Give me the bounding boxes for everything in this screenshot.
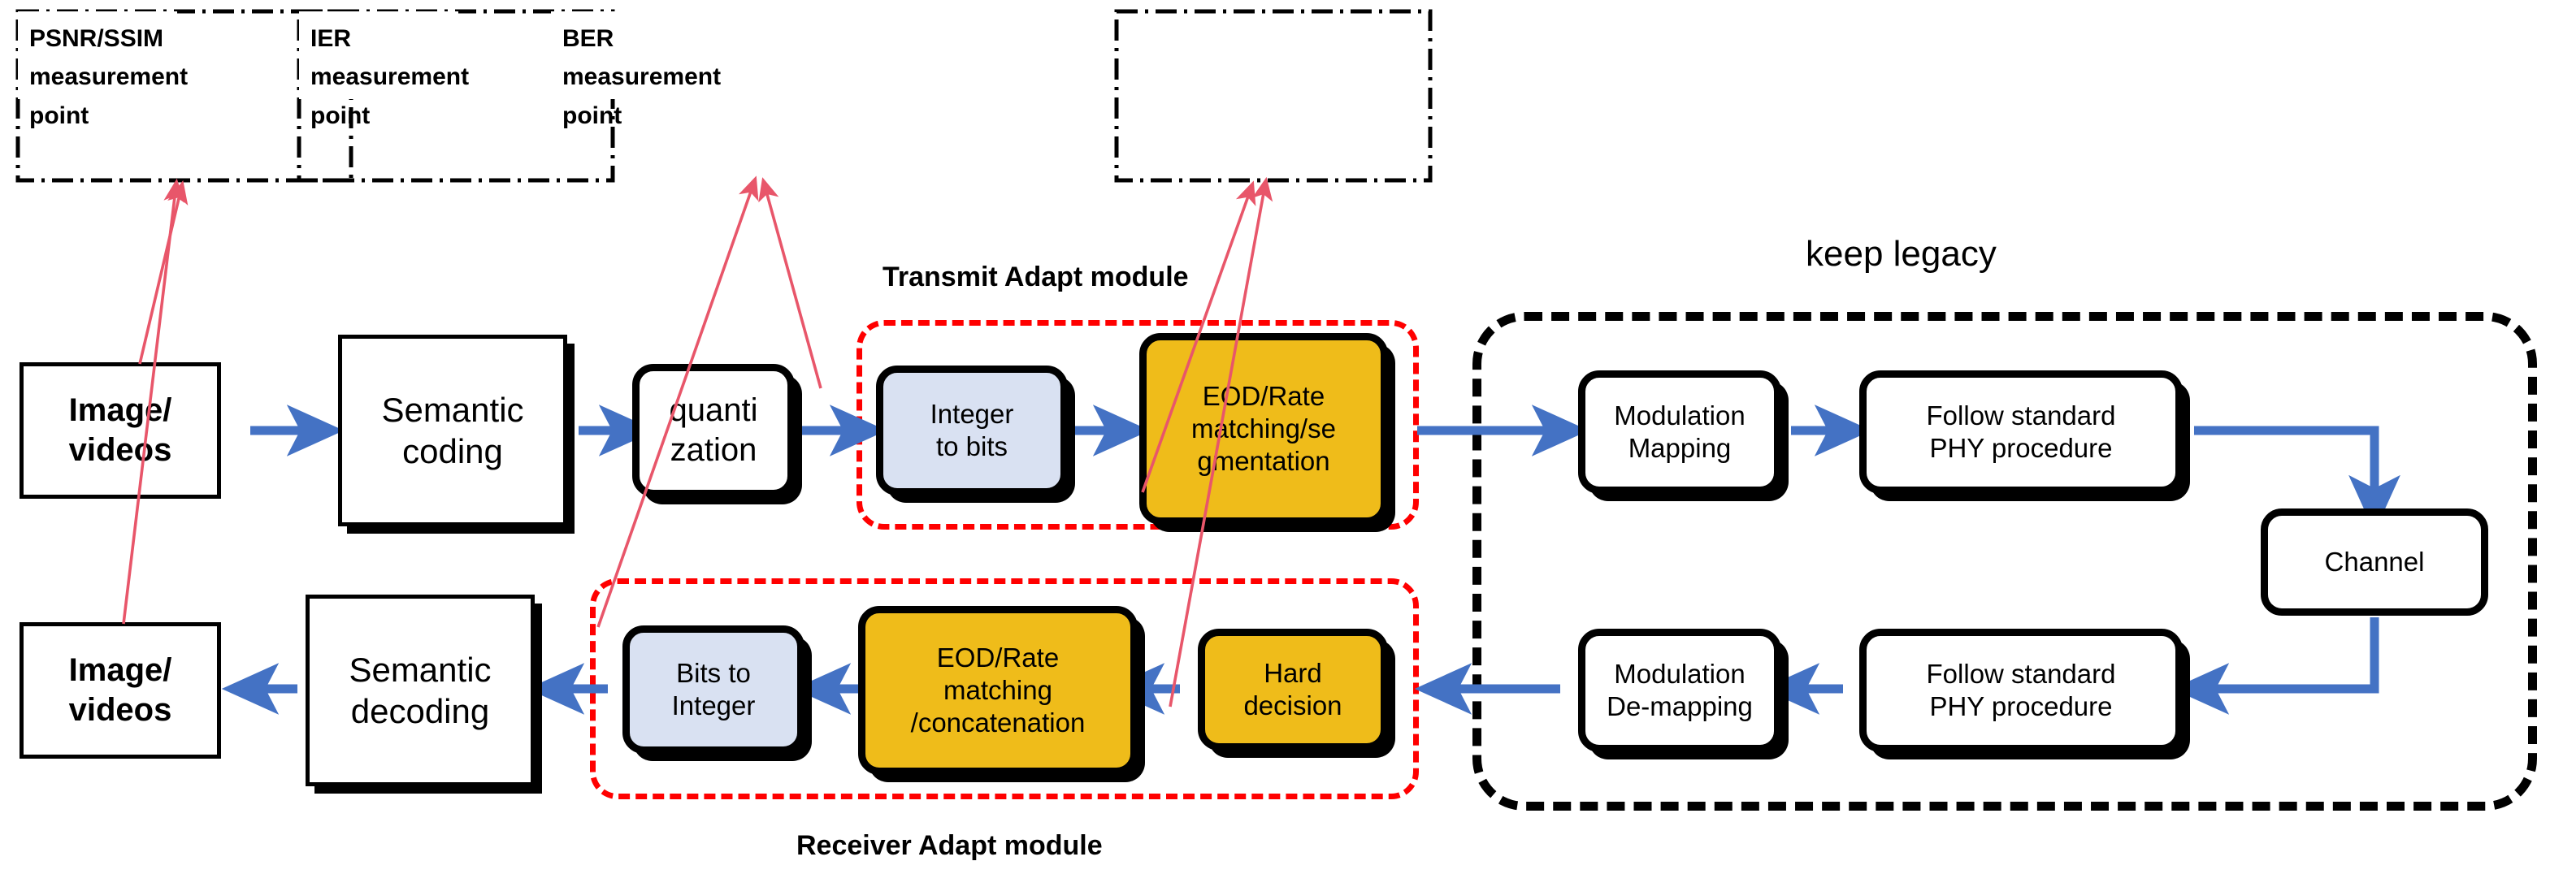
label-transmit-adapt-module: Transmit Adapt module [883,262,1189,292]
label-receiver-adapt-module: Receiver Adapt module [796,830,1103,861]
node-label: Semantic decoding [349,650,492,730]
node-label: Follow standard PHY procedure [1926,400,2116,463]
measurement-line3: point [310,102,371,129]
node-channel[interactable]: Channel [2261,508,2488,616]
node-label: Bits to Integer [671,657,756,720]
ber-box-outline [1114,9,1433,183]
node-modulation-demapping[interactable]: Modulation De-mapping [1578,629,1781,752]
node-label: Modulation De-mapping [1607,658,1753,721]
measurement-line2: measurement [562,63,722,91]
node-eod-rate-matching-concatenation[interactable]: EOD/Rate matching /concatenation [858,606,1138,775]
measurement-metric-label: BER [562,25,614,52]
measurement-line2: measurement [310,63,470,91]
tap-arrow-quantization-to-ier [758,177,822,389]
node-label: Hard decision [1243,657,1342,720]
node-label: EOD/Rate matching/se gmentation [1191,380,1336,477]
measurement-point-ier: IER measurement point [299,11,470,129]
node-label: EOD/Rate matching /concatenation [910,642,1086,738]
node-label: quanti zation [669,392,758,468]
node-quantization[interactable]: quanti zation [632,364,795,497]
node-bits-to-integer[interactable]: Bits to Integer [622,625,804,754]
measurement-metric-label: PSNR/SSIM [29,25,164,52]
node-follow-standard-phy-tx[interactable]: Follow standard PHY procedure [1859,370,2183,494]
measurement-line2: measurement [29,63,189,91]
node-label: Image/ videos [68,652,172,728]
node-label: Image/ videos [68,392,172,468]
label-keep-legacy: keep legacy [1806,234,1997,274]
node-label: Integer to bits [930,398,1014,461]
node-label: Semantic coding [381,390,524,470]
node-eod-rate-matching-segmentation[interactable]: EOD/Rate matching/se gmentation [1139,333,1388,525]
node-integer-to-bits[interactable]: Integer to bits [876,366,1068,495]
node-label: Channel [2324,546,2425,577]
node-rx-sink[interactable]: Image/ videos [20,622,221,759]
measurement-line3: point [562,102,622,129]
node-modulation-mapping[interactable]: Modulation Mapping [1578,370,1781,494]
node-label: Modulation Mapping [1614,400,1746,463]
node-hard-decision[interactable]: Hard decision [1198,629,1388,751]
measurement-line3: point [29,102,89,129]
tap-arrow-tx-source-to-psnr [138,180,189,365]
measurement-point-ber: BER measurement point [551,11,722,129]
node-semantic-coding[interactable]: Semantic coding [338,335,567,526]
measurement-point-psnr: PSNR/SSIM measurement point [18,11,189,129]
node-label: Follow standard PHY procedure [1926,658,2116,721]
measurement-metric-label: IER [310,25,352,52]
node-tx-source[interactable]: Image/ videos [20,362,221,499]
group-keep-legacy [1472,312,2537,811]
node-semantic-decoding[interactable]: Semantic decoding [306,595,535,786]
node-follow-standard-phy-rx[interactable]: Follow standard PHY procedure [1859,629,2183,752]
